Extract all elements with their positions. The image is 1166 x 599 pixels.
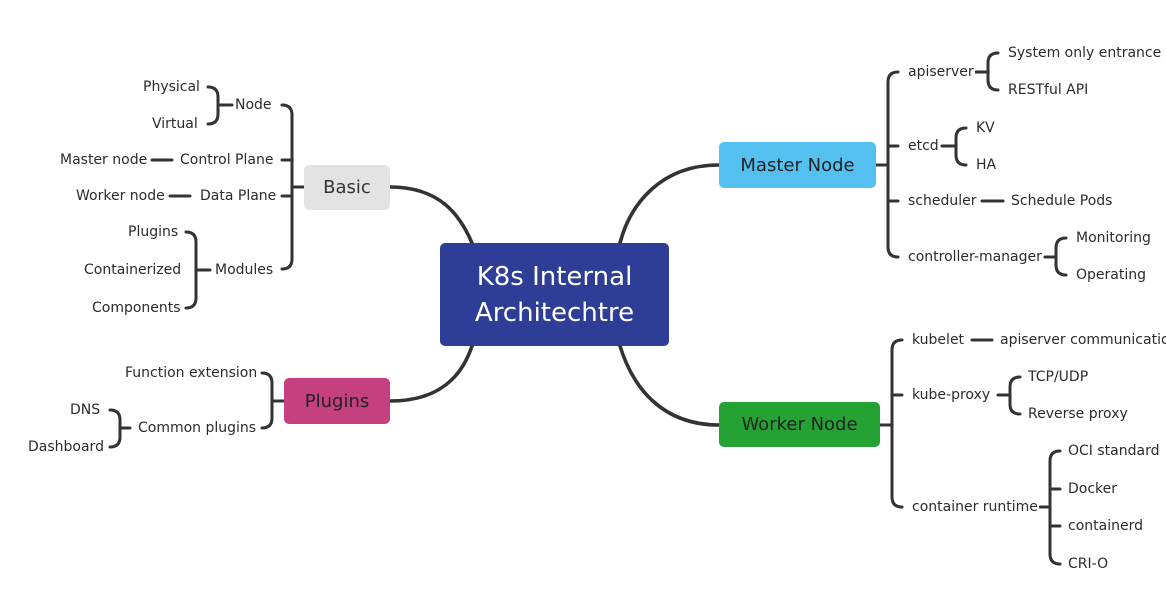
topic-docker[interactable]: Docker: [1067, 480, 1119, 498]
topic-kube-proxy[interactable]: kube-proxy: [911, 386, 992, 404]
topic-master-node[interactable]: Master node: [59, 151, 149, 169]
connector-basic-spine: [280, 103, 306, 271]
connector-worker-spine: [878, 338, 904, 509]
connector-apiserver-bracket: [972, 51, 1000, 92]
topic-operating[interactable]: Operating: [1075, 266, 1147, 284]
topic-modules[interactable]: Modules: [214, 261, 275, 279]
topic-schedule-pods[interactable]: Schedule Pods: [1010, 192, 1114, 210]
connector-central-worker: [618, 344, 721, 427]
topic-components[interactable]: Components: [91, 299, 182, 317]
topic-apiserver-communication[interactable]: apiserver communication: [999, 331, 1166, 349]
topic-ha[interactable]: HA: [975, 156, 998, 174]
connector-central-plugins: [388, 344, 474, 403]
topic-dashboard[interactable]: Dashboard: [27, 438, 105, 456]
topic-worker-node[interactable]: Worker node: [75, 187, 166, 205]
topic-restful-api[interactable]: RESTful API: [1007, 81, 1090, 99]
topic-kv[interactable]: KV: [975, 119, 996, 137]
connector-plugins-spine: [260, 371, 286, 430]
topic-kubelet[interactable]: kubelet: [911, 331, 966, 349]
topic-reverse-proxy[interactable]: Reverse proxy: [1027, 405, 1129, 423]
topic-cri-o[interactable]: CRI-O: [1067, 555, 1110, 573]
central-topic[interactable]: K8s Internal Architechtre: [440, 243, 669, 346]
topic-control-plane[interactable]: Control Plane: [179, 151, 275, 169]
topic-system-only-entrance[interactable]: System only entrance: [1007, 44, 1163, 62]
topic-virtual[interactable]: Virtual: [151, 115, 199, 133]
connector-central-master: [618, 163, 721, 245]
connector-modules-bracket: [184, 230, 212, 310]
topic-containerized[interactable]: Containerized: [83, 261, 183, 279]
connector-kubeproxy-bracket: [996, 375, 1022, 416]
topic-physical[interactable]: Physical: [142, 78, 201, 96]
topic-apiserver[interactable]: apiserver: [907, 63, 975, 81]
connector-cm-bracket: [1043, 236, 1068, 277]
topic-tcp-udp[interactable]: TCP/UDP: [1027, 368, 1090, 386]
topic-function-extension[interactable]: Function extension: [124, 364, 259, 382]
connector-etcd-bracket: [940, 126, 968, 167]
connector-master-spine: [874, 70, 900, 259]
branch-plugins[interactable]: Plugins: [284, 378, 390, 424]
connector-common-bracket: [108, 408, 132, 449]
topic-common-plugins[interactable]: Common plugins: [137, 419, 258, 437]
connector-central-basic: [388, 185, 474, 245]
topic-plugins-module[interactable]: Plugins: [127, 223, 180, 241]
topic-dns[interactable]: DNS: [69, 401, 102, 419]
connector-runtime-bracket: [1038, 449, 1062, 566]
topic-oci-standard[interactable]: OCI standard: [1067, 442, 1161, 460]
branch-master-node[interactable]: Master Node: [719, 142, 876, 188]
topic-controller-manager[interactable]: controller-manager: [907, 248, 1043, 266]
connector-node-bracket: [206, 85, 234, 126]
branch-worker-node[interactable]: Worker Node: [719, 402, 880, 447]
topic-node[interactable]: Node: [234, 96, 273, 114]
topic-data-plane[interactable]: Data Plane: [199, 187, 278, 205]
topic-monitoring[interactable]: Monitoring: [1075, 229, 1152, 247]
branch-basic[interactable]: Basic: [304, 165, 390, 210]
topic-etcd[interactable]: etcd: [907, 137, 940, 155]
topic-container-runtime[interactable]: container runtime: [911, 498, 1039, 516]
topic-scheduler[interactable]: scheduler: [907, 192, 978, 210]
topic-containerd[interactable]: containerd: [1067, 517, 1144, 535]
